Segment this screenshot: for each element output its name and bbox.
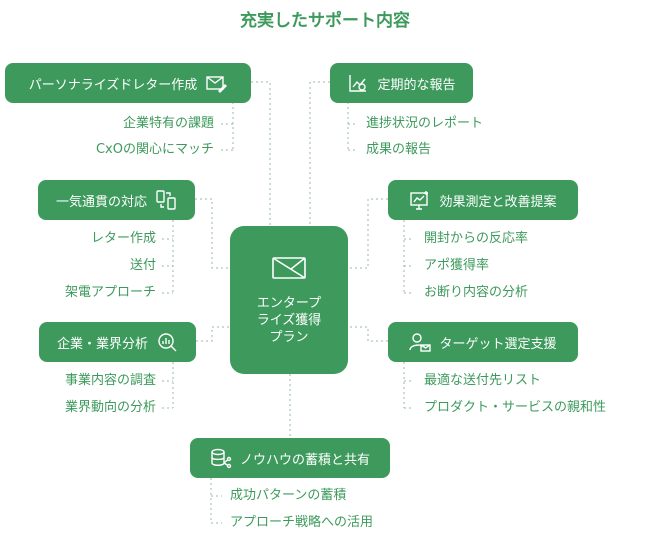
consistent-item-2: 送付 xyxy=(129,258,156,273)
center-label-line1: エンタープ xyxy=(256,296,322,311)
report-item-2: 成果の報告 xyxy=(366,142,432,157)
consistent-item-3: 架電アプローチ xyxy=(64,285,156,300)
user-mail-icon xyxy=(409,331,432,353)
analysis-item-2: 業界動向の分析 xyxy=(64,400,156,415)
knowhow-item-2: アプローチ戦略への活用 xyxy=(230,515,374,530)
report-item-1: 進捗状況のレポート xyxy=(366,116,484,131)
node-label: 定期的な報告 xyxy=(377,77,456,93)
diagram-title: 充実したサポート内容 xyxy=(240,11,410,31)
center-label-line2: ライズ獲得 xyxy=(256,313,322,328)
database-share-icon xyxy=(210,447,232,469)
personalized-item-1: 企業特有の課題 xyxy=(122,116,214,131)
measure-item-2: アポ獲得率 xyxy=(424,258,490,273)
node-personalized-letter: パーソナライズドレター作成 xyxy=(5,63,251,103)
node-label: ターゲット選定支援 xyxy=(439,336,557,352)
mail-edit-icon xyxy=(205,72,228,94)
center-label-line3: プラン xyxy=(269,330,309,345)
node-label: パーソナライズドレター作成 xyxy=(28,77,198,93)
analytics-monitor-icon xyxy=(409,189,431,211)
node-label: 効果測定と改善提案 xyxy=(439,194,557,210)
knowhow-item-1: 成功パターンの蓄積 xyxy=(230,488,347,503)
center-node: エンタープ ライズ獲得 プラン xyxy=(230,226,348,374)
node-label: 一気通貫の対応 xyxy=(55,194,147,210)
target-item-2: プロダクト・サービスの親和性 xyxy=(424,400,607,415)
node-effect-measurement: 効果測定と改善提案 xyxy=(388,180,578,220)
report-refresh-icon xyxy=(347,72,369,94)
node-industry-analysis: 企業・業界分析 xyxy=(39,322,196,362)
node-label: 企業・業界分析 xyxy=(56,336,148,352)
analysis-item-1: 事業内容の調査 xyxy=(64,373,156,388)
target-item-1: 最適な送付先リスト xyxy=(424,373,542,388)
device-sync-icon xyxy=(155,189,177,211)
node-target-selection: ターゲット選定支援 xyxy=(388,322,578,362)
chart-search-icon xyxy=(156,331,178,353)
node-consistent-handling: 一気通貫の対応 xyxy=(38,180,195,220)
node-knowhow-sharing: ノウハウの蓄積と共有 xyxy=(190,438,390,478)
personalized-item-2: CxOの関心にマッチ xyxy=(95,142,214,157)
measure-item-1: 開封からの反応率 xyxy=(424,231,529,246)
consistent-item-1: レター作成 xyxy=(90,231,156,246)
measure-item-3: お断り内容の分析 xyxy=(424,285,529,300)
node-periodic-report: 定期的な報告 xyxy=(330,63,473,103)
node-label: ノウハウの蓄積と共有 xyxy=(239,452,370,468)
mail-send-icon xyxy=(271,254,307,287)
